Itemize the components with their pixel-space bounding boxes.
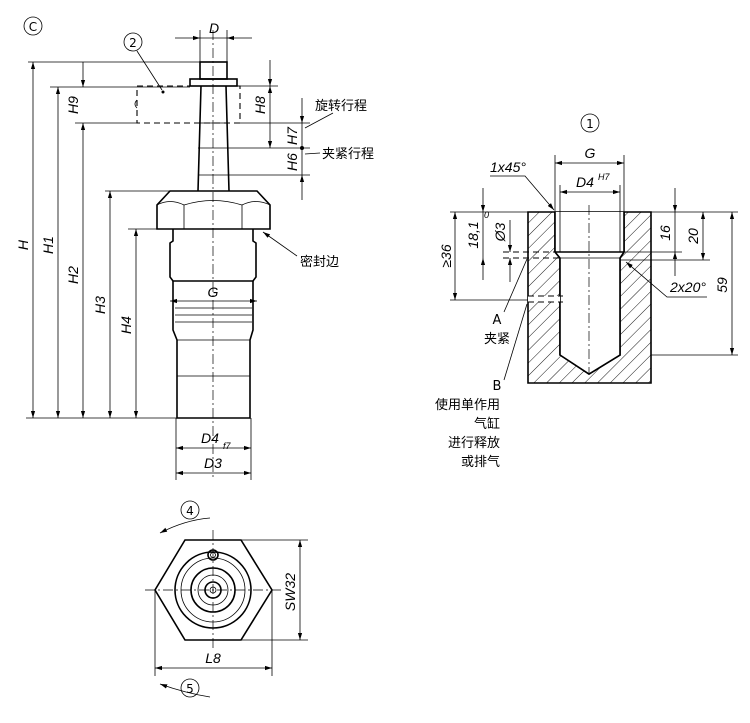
dimension-label: L8 xyxy=(205,650,221,666)
sealing-edge-label: 密封边 xyxy=(300,254,339,270)
dimension-label: H7 xyxy=(598,172,610,182)
dimension-label: G xyxy=(585,145,596,161)
dimension-label: H4 xyxy=(118,316,134,334)
dimension-label: H xyxy=(15,239,31,250)
dimension-label: G xyxy=(208,284,219,300)
dimension-label: 18,1 xyxy=(465,221,481,248)
dimension-label: 0 xyxy=(484,210,489,220)
dimension-label: D4 xyxy=(576,174,594,190)
dimension-label: H3 xyxy=(92,296,108,314)
dimension-label: C xyxy=(29,20,37,34)
dimension-label: H7 xyxy=(284,126,300,145)
dimension-label: A xyxy=(493,313,502,328)
dimension-label: 使用单作用 xyxy=(435,397,500,413)
dimension-label: f7 xyxy=(223,441,232,451)
dimension-label: SW32 xyxy=(282,573,298,611)
dimension-label: 2 xyxy=(129,36,137,50)
dimension-label: 夹紧 xyxy=(484,332,510,347)
dimension-label: H2 xyxy=(65,266,81,284)
dimension-label: Ø3 xyxy=(492,222,508,242)
mounting-hole-view: 1 G D4 H7 1x45° ≥36 xyxy=(435,113,738,470)
side-view: 2 D H H1 H9 H2 H3 H4 H8 xyxy=(15,20,374,480)
dimension-label: H8 xyxy=(252,96,268,114)
dimension-label: 进行释放 xyxy=(448,436,500,451)
dimension-label: 20 xyxy=(685,228,701,245)
dimension-label: H9 xyxy=(65,96,81,114)
dimension-label: D4 xyxy=(201,430,219,446)
dimension-label: B xyxy=(493,379,502,394)
dimension-label: 2x20° xyxy=(669,279,706,295)
dimension-label: 或排气 xyxy=(461,454,500,470)
dimension-label: D3 xyxy=(204,455,222,471)
bottom-view: SW32 L8 4 5 xyxy=(145,500,308,698)
dimension-label: 气缸 xyxy=(474,416,500,432)
dimension-label: 1x45° xyxy=(490,159,526,175)
dimension-label: D xyxy=(209,20,219,36)
clamping-stroke-label: 夹紧行程 xyxy=(322,147,374,162)
rotation-stroke-label: 旋转行程 xyxy=(315,99,367,114)
dimension-label: 1 xyxy=(586,117,594,131)
dimension-label: 4 xyxy=(186,504,194,518)
dimension-label: 5 xyxy=(186,682,194,696)
dimension-label: H1 xyxy=(40,236,56,254)
dimension-label: ≥36 xyxy=(438,244,454,267)
dimension-label: H6 xyxy=(284,153,300,171)
view-marker-c: C xyxy=(23,16,43,36)
dimension-label: 16 xyxy=(657,225,673,241)
dimension-label: 59 xyxy=(714,277,730,293)
